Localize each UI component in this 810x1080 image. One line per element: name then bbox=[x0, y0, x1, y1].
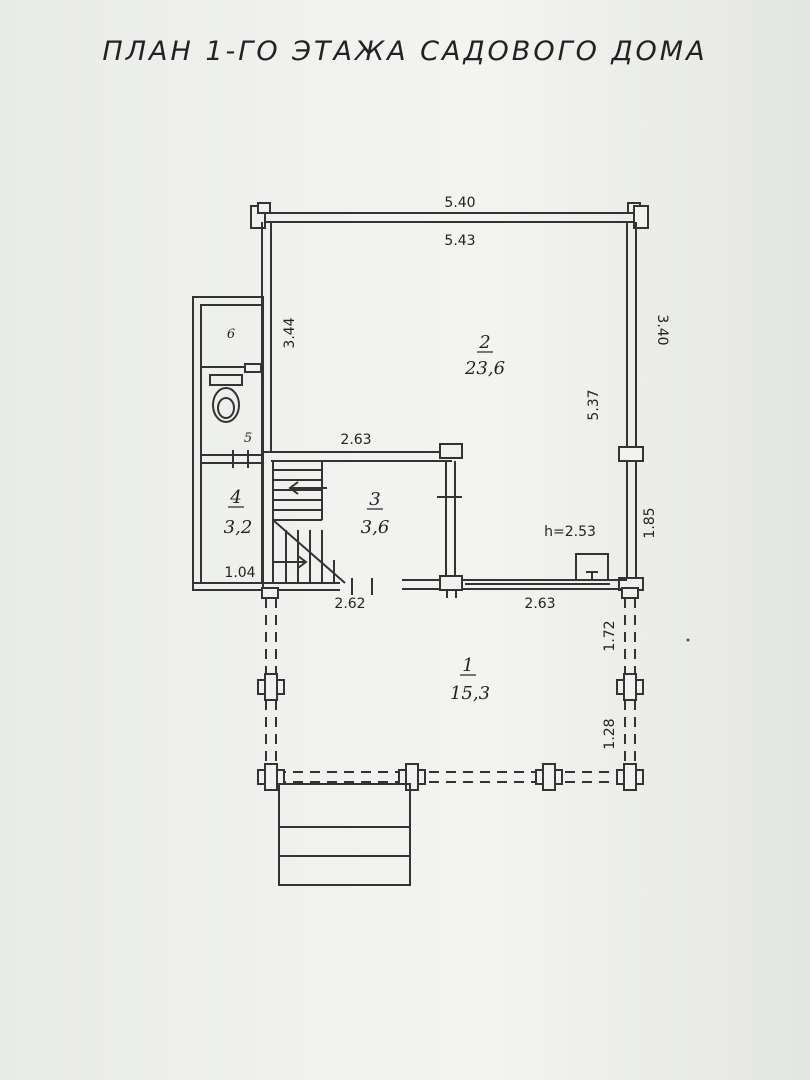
dim-top-outer: 5.40 bbox=[444, 195, 475, 211]
dim-room3-top: 2.63 bbox=[340, 432, 371, 448]
room-label-5: 5 bbox=[244, 431, 252, 446]
corner-joint bbox=[250, 202, 271, 229]
top-wall bbox=[262, 212, 636, 223]
room-label-6: 6 bbox=[227, 327, 235, 342]
room-number: 4 bbox=[229, 487, 241, 508]
dim-right-upper: 3.40 bbox=[654, 314, 670, 345]
paper-speck bbox=[686, 638, 690, 642]
room-area: 23,6 bbox=[464, 358, 505, 379]
room-number: 1 bbox=[462, 655, 473, 676]
plan-title: ПЛАН 1-ГО ЭТАЖА САДОВОГО ДОМА bbox=[102, 36, 708, 67]
stair-arrow-icon bbox=[272, 555, 308, 569]
toilet-icon bbox=[209, 374, 243, 423]
bottom-wall bbox=[193, 575, 627, 598]
corner-joint bbox=[627, 202, 649, 229]
ceiling-height: h=2.53 bbox=[544, 524, 596, 540]
right-wall bbox=[618, 222, 644, 591]
room-area: 15,3 bbox=[450, 683, 490, 704]
room-number: 3 bbox=[369, 489, 380, 510]
stove-icon bbox=[575, 553, 609, 581]
terrace-post bbox=[257, 587, 644, 791]
dim-terrace-lower: 1.28 bbox=[602, 718, 618, 749]
front-steps bbox=[278, 783, 411, 886]
room-label-4: 4 3,2 bbox=[224, 487, 253, 538]
room-label-2: 2 23,6 bbox=[464, 332, 505, 379]
dim-room4-width: 1.04 bbox=[224, 565, 255, 581]
partition-room2-room3 bbox=[262, 443, 463, 580]
room-area: 3,6 bbox=[361, 517, 390, 538]
room-number: 2 bbox=[478, 332, 490, 353]
staircase bbox=[272, 461, 346, 584]
stair-arrow-icon bbox=[288, 481, 327, 495]
dim-top-inner: 5.43 bbox=[444, 233, 475, 249]
dim-terrace-upper: 1.72 bbox=[602, 620, 618, 651]
room-label-1: 1 15,3 bbox=[450, 655, 490, 704]
room-label-3: 3 3,6 bbox=[361, 489, 390, 538]
dim-room2-height: 5.37 bbox=[586, 389, 602, 420]
dim-right-lower: 1.85 bbox=[642, 507, 658, 538]
room-area: 3,2 bbox=[224, 517, 253, 538]
dim-left-room2: 3.44 bbox=[282, 317, 298, 348]
dim-bottom-right: 2.63 bbox=[524, 596, 555, 612]
dim-bottom-left: 2.62 bbox=[334, 596, 365, 612]
